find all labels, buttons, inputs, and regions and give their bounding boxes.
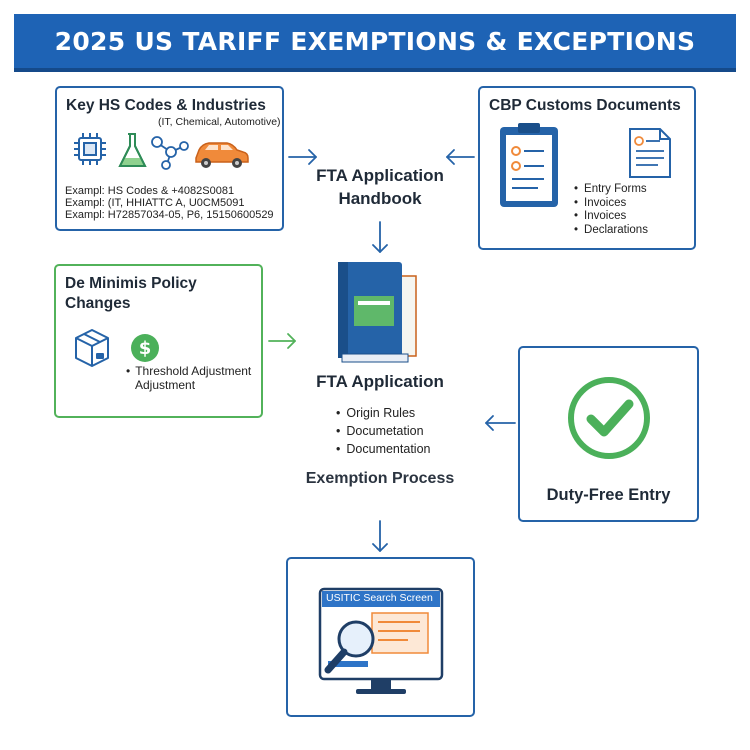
de-minimis-title-line1: De Minimis Policy bbox=[65, 275, 197, 292]
cbp-panel-title: CBP Customs Documents bbox=[489, 97, 681, 114]
fta-handbook-line2: Handbook bbox=[338, 189, 422, 208]
de-minimis-title-line2: Changes bbox=[65, 295, 131, 312]
arrow-dutyfree-to-fta bbox=[485, 415, 516, 431]
de-minimis-item-line1: •Threshold Adjustment bbox=[126, 364, 252, 378]
de-minimis-panel: De Minimis Policy Changes $ •Threshold A… bbox=[54, 264, 263, 418]
checkmark-icon bbox=[568, 377, 650, 459]
usitc-panel: USITIC Search Screen bbox=[286, 557, 475, 717]
usitc-screen-label: USITIC Search Screen bbox=[326, 592, 433, 604]
list-item: Documetation bbox=[336, 422, 430, 440]
hs-example-2: Exampl: (IT, HHIATTC A, U0CM5091 bbox=[65, 197, 245, 209]
de-minimis-item-line2: Adjustment bbox=[135, 378, 196, 392]
list-item: Invoices bbox=[574, 210, 648, 224]
list-item: Declarations bbox=[574, 224, 648, 238]
magnifier-icon bbox=[324, 620, 375, 674]
clipboard-icon bbox=[500, 123, 558, 207]
package-icon bbox=[75, 329, 109, 367]
cbp-documents-panel: CBP Customs Documents Entry Forms Invoic… bbox=[478, 86, 696, 250]
hs-panel-subtitle: (IT, Chemical, Automotive) bbox=[158, 116, 281, 128]
hs-example-1: Exampl: HS Codes & +4082S0081 bbox=[65, 185, 235, 197]
dollar-icon: $ bbox=[131, 334, 159, 362]
book-icon bbox=[338, 262, 417, 363]
chip-icon bbox=[74, 133, 106, 165]
fta-application-list: Origin Rules Documetation Documentation bbox=[336, 404, 430, 458]
list-item: Entry Forms bbox=[574, 183, 648, 197]
list-item: Invoices bbox=[574, 197, 648, 211]
monitor-icon bbox=[318, 587, 444, 694]
arrow-deminimis-to-fta bbox=[268, 333, 296, 349]
page-title: 2025 US TARIFF EXEMPTIONS & EXCEPTIONS bbox=[54, 26, 696, 56]
list-item: Documentation bbox=[336, 440, 430, 458]
flask-icon bbox=[118, 133, 147, 167]
fta-handbook-label: FTA Application Handbook bbox=[290, 164, 470, 210]
exemption-process-label: Exemption Process bbox=[305, 470, 455, 487]
document-icon bbox=[629, 128, 671, 178]
cbp-icons bbox=[500, 123, 671, 207]
fta-application-title: FTA Application bbox=[316, 372, 444, 391]
hs-panel-title: Key HS Codes & Industries bbox=[66, 97, 266, 114]
fta-handbook-line1: FTA Application bbox=[316, 166, 444, 185]
title-banner: 2025 US TARIFF EXEMPTIONS & EXCEPTIONS bbox=[14, 14, 736, 72]
arrow-process-to-usitc bbox=[372, 520, 388, 552]
arrow-hs-to-handbook bbox=[288, 149, 317, 165]
de-minimis-title: De Minimis Policy Changes bbox=[65, 274, 197, 314]
duty-free-panel: Duty-Free Entry bbox=[518, 346, 699, 522]
arrow-handbook-to-book bbox=[372, 221, 388, 253]
cbp-doc-list: Entry Forms Invoices Invoices Declaratio… bbox=[574, 183, 648, 237]
arrow-cbp-to-handbook bbox=[446, 149, 475, 165]
hs-example-3: Exampl: H72857034-05, P6, 15150600529 bbox=[65, 209, 274, 221]
svg-text:$: $ bbox=[139, 338, 152, 359]
car-icon bbox=[195, 142, 249, 168]
list-item: Origin Rules bbox=[336, 404, 430, 422]
de-minimis-icons: $ bbox=[75, 329, 159, 367]
industry-icons bbox=[74, 133, 249, 170]
hs-codes-panel: Key HS Codes & Industries (IT, Chemical,… bbox=[55, 86, 284, 231]
duty-free-label: Duty-Free Entry bbox=[546, 486, 671, 504]
molecule-icon bbox=[151, 136, 189, 170]
